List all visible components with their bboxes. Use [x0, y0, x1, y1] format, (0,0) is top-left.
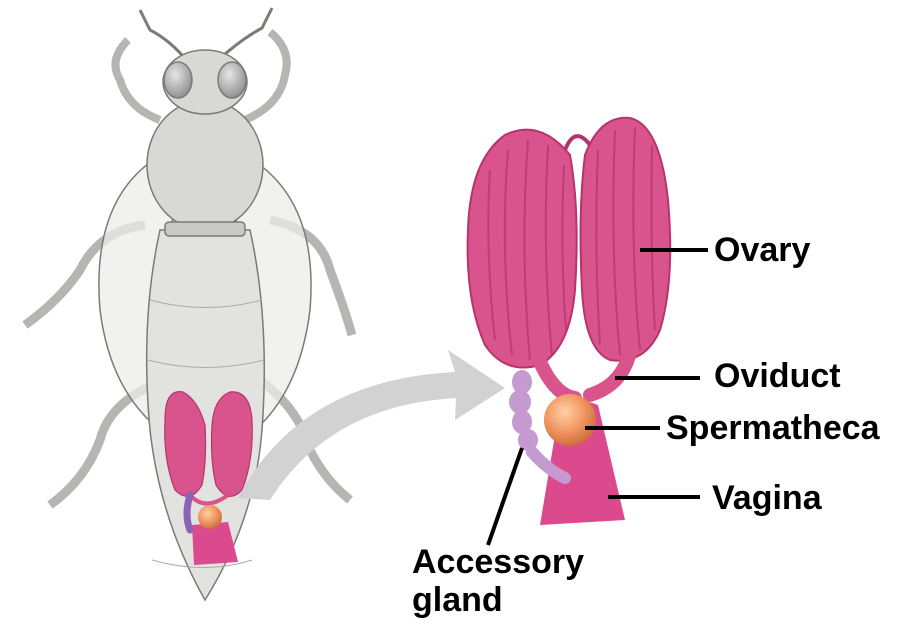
label-vagina: Vagina	[712, 480, 822, 516]
bee-front-leg-left	[116, 40, 161, 120]
bee-eye-left	[164, 62, 192, 98]
label-accessory-gland-line1: Accessory	[412, 544, 584, 580]
spermatheca-shape	[544, 394, 596, 446]
bee-front-leg-right	[245, 32, 287, 120]
bee-eye-right	[218, 62, 246, 98]
ovary-illustration	[468, 118, 671, 525]
bee-thorax	[147, 100, 263, 230]
label-accessory-gland-line2: gland	[412, 582, 503, 618]
label-ovary: Ovary	[714, 232, 810, 268]
label-oviduct: Oviduct	[714, 358, 841, 394]
accessory-gland-leader	[488, 448, 522, 545]
label-spermatheca: Spermatheca	[666, 410, 880, 446]
bee-antenna-left	[140, 10, 188, 62]
